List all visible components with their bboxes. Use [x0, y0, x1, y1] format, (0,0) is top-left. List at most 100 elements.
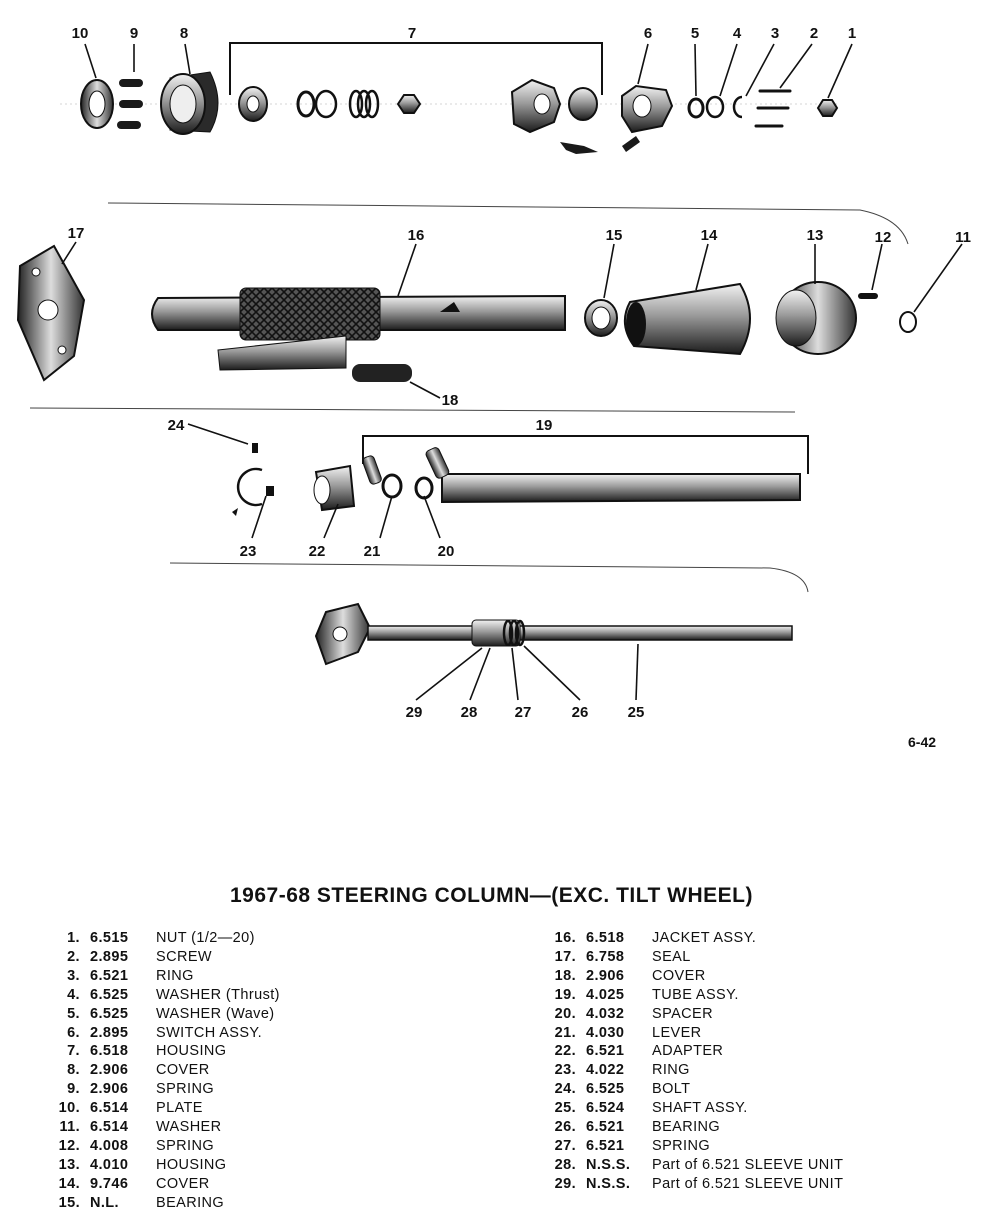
- spring-part: [119, 79, 143, 87]
- part-number: 6.521: [586, 1043, 625, 1060]
- item-number: 13.: [58, 1156, 80, 1173]
- item-number: 11.: [59, 1119, 80, 1136]
- part-description: WASHER: [156, 1119, 222, 1136]
- callout-14: 14: [701, 227, 718, 244]
- callout-24: 24: [168, 417, 185, 434]
- part-number: 2.906: [90, 1062, 129, 1079]
- part-description: Part of 6.521 SLEEVE UNIT: [652, 1175, 844, 1192]
- part-description: Part of 6.521 SLEEVE UNIT: [652, 1156, 844, 1173]
- part-description: RING: [652, 1062, 690, 1079]
- part-description: SPRING: [156, 1137, 214, 1154]
- figure-reference: 6-42: [908, 734, 937, 750]
- callout-18: 18: [442, 392, 459, 409]
- item-number: 7.: [67, 1043, 80, 1060]
- item-number: 6.: [67, 1024, 80, 1041]
- callout-12: 12: [875, 229, 892, 246]
- row1-parts: [60, 42, 853, 154]
- callout-17: 17: [68, 225, 85, 242]
- item-number: 19.: [554, 986, 576, 1003]
- item-number: 4.: [67, 986, 80, 1003]
- cover-part: [352, 364, 412, 382]
- item-number: 24.: [554, 1081, 576, 1098]
- item-number: 9.: [67, 1081, 80, 1098]
- section-lines: [29, 202, 909, 593]
- part-number: 6.518: [90, 1043, 129, 1060]
- part-number: 9.746: [90, 1175, 129, 1192]
- callout-21: 21: [364, 543, 381, 560]
- callout-7: 7: [408, 25, 416, 42]
- item-number: 12.: [58, 1137, 80, 1154]
- part-description: PLATE: [156, 1100, 203, 1117]
- part-description: SHAFT ASSY.: [652, 1100, 748, 1117]
- part-number: 4.030: [586, 1024, 625, 1041]
- part-number: 4.010: [90, 1156, 129, 1173]
- item-number: 17.: [554, 948, 576, 965]
- item-number: 10.: [58, 1100, 80, 1117]
- row3-parts: [187, 423, 809, 539]
- part-description: COVER: [652, 967, 706, 984]
- part-number: 6.525: [586, 1081, 625, 1098]
- page-title: 1967-68 STEERING COLUMN—(EXC. TILT WHEEL…: [230, 884, 753, 907]
- callout-2: 2: [810, 25, 818, 42]
- part-number: N.S.S.: [586, 1156, 631, 1173]
- row2-parts: [16, 241, 963, 399]
- item-number: 20.: [554, 1005, 576, 1022]
- part-number: 6.521: [586, 1119, 625, 1136]
- part-description: SPRING: [652, 1137, 710, 1154]
- callout-25: 25: [628, 704, 645, 721]
- item-number: 25.: [554, 1100, 576, 1117]
- callout-15: 15: [606, 227, 623, 244]
- callout-8: 8: [180, 25, 188, 42]
- callout-26: 26: [572, 704, 589, 721]
- callout-29: 29: [406, 704, 423, 721]
- item-number: 22.: [554, 1043, 576, 1060]
- parts-list-item: 29. N.S.S. Part of 6.521 SLEEVE UNIT: [540, 1175, 843, 1194]
- part-number: 2.906: [586, 967, 625, 984]
- callout-9: 9: [130, 25, 138, 42]
- part-description: SPACER: [652, 1005, 713, 1022]
- part-number: 4.025: [586, 986, 625, 1003]
- callout-16: 16: [408, 227, 425, 244]
- exploded-diagram: 1 2 3 4 5 6 7 8 9 10 11 12 13 14 15 16 1…: [16, 25, 971, 721]
- callout-6: 6: [644, 25, 652, 42]
- part-number: 4.008: [90, 1137, 129, 1154]
- item-number: 26.: [554, 1119, 576, 1136]
- callout-23: 23: [240, 543, 257, 560]
- callout-22: 22: [309, 543, 326, 560]
- part-number: 6.524: [586, 1100, 625, 1117]
- part-description: NUT (1/2—20): [156, 930, 255, 946]
- item-number: 16.: [554, 930, 576, 946]
- part-number: 4.022: [586, 1062, 625, 1079]
- item-number: 15.: [58, 1194, 80, 1211]
- part-description: SCREW: [156, 948, 212, 965]
- item-number: 28.: [554, 1156, 576, 1173]
- part-number: 2.895: [90, 1024, 129, 1041]
- item-number: 2.: [67, 948, 80, 965]
- item-number: 29.: [554, 1175, 576, 1192]
- part-number: N.S.S.: [586, 1175, 631, 1192]
- part-description: SPRING: [156, 1081, 214, 1098]
- callout-3: 3: [771, 25, 779, 42]
- item-number: 8.: [67, 1062, 80, 1079]
- part-number: 6.514: [90, 1119, 129, 1136]
- part-description: BOLT: [652, 1081, 691, 1098]
- callout-11: 11: [955, 229, 971, 246]
- part-number: 6.525: [90, 1005, 129, 1022]
- part-description: SWITCH ASSY.: [156, 1024, 263, 1041]
